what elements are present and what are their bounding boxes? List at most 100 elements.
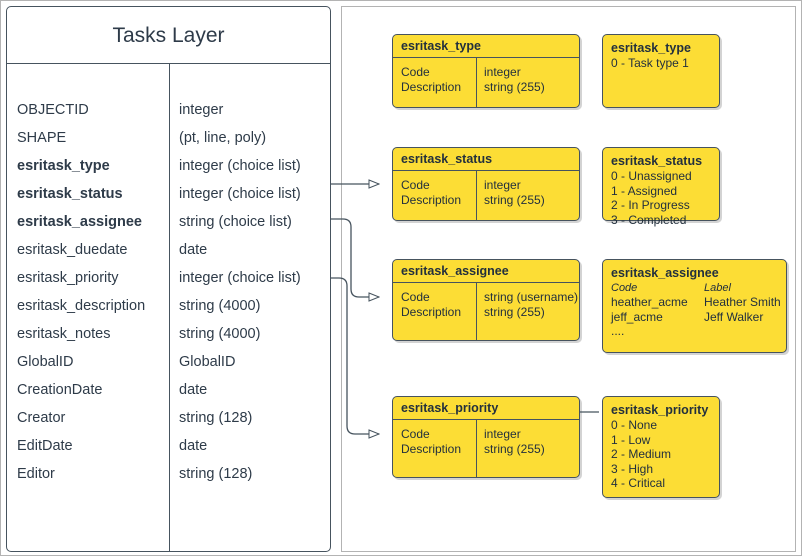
field-type: string (128) <box>179 466 253 482</box>
schema-right-column-esritask-type: integer string (255) <box>484 65 545 95</box>
values-box-esritask-status: esritask_status 0 - Unassigned 1 - Assig… <box>602 147 720 227</box>
schema-field-description: Description <box>401 442 462 456</box>
field-name: esritask_notes <box>17 326 111 342</box>
field-row: esritask_priority integer (choice list) <box>7 264 330 292</box>
values-cell-label: Heather Smith <box>704 295 781 309</box>
values-cell-code: jeff_acme <box>611 309 663 324</box>
field-type: date <box>179 438 208 454</box>
field-row: SHAPE(pt, line, poly) <box>7 124 330 152</box>
field-type: string (128) <box>179 410 253 426</box>
values-ellipsis-text: .... <box>611 324 625 338</box>
field-type: string (4000) <box>179 326 261 342</box>
values-row: jeff_acme Jeff Walker <box>611 310 786 325</box>
values-cell-label: Jeff Walker <box>704 309 764 324</box>
values-box-esritask-priority: esritask_priority 0 - None 1 - Low 2 - M… <box>602 396 720 498</box>
values-title-esritask-status: esritask_status <box>611 154 703 168</box>
schema-title-esritask-assignee: esritask_assignee <box>393 260 579 283</box>
values-ellipsis: .... <box>611 324 786 339</box>
schema-field-code: Code <box>401 65 430 79</box>
field-type: string (4000) <box>179 298 261 314</box>
field-type: string (choice list) <box>179 214 292 230</box>
values-title-esritask-assignee: esritask_assignee <box>611 266 719 280</box>
schema-column-divider <box>476 58 477 107</box>
field-name: Editor <box>17 466 55 482</box>
schema-title-esritask-priority: esritask_priority <box>393 397 579 420</box>
schema-title-esritask-status: esritask_status <box>393 148 579 171</box>
schema-field-code: Code <box>401 290 430 304</box>
schema-column-divider <box>476 283 477 340</box>
field-row: esritask_description string (4000) <box>7 292 330 320</box>
field-row: esritask_notes string (4000) <box>7 320 330 348</box>
field-type: GlobalID <box>179 354 236 370</box>
page-title: Tasks Layer <box>7 7 330 64</box>
field-name: SHAPE <box>17 130 67 146</box>
field-type: integer (choice list) <box>179 186 301 202</box>
schema-box-esritask-assignee: esritask_assignee Code Description strin… <box>392 259 580 341</box>
field-type: integer (choice list) <box>179 270 301 286</box>
schema-box-esritask-priority: esritask_priority Code Description integ… <box>392 396 580 478</box>
schema-left-column-esritask-priority: Code Description <box>401 427 461 457</box>
field-name: esritask_assignee <box>17 214 142 230</box>
schema-type-code: integer <box>484 178 521 192</box>
choice-lists-panel: esritask_type Code Description integer s… <box>341 6 796 552</box>
values-item: 0 - Unassigned <box>611 169 692 183</box>
values-box-esritask-assignee: esritask_assignee Code Label heather_acm… <box>602 259 787 353</box>
schema-type-code: integer <box>484 65 521 79</box>
schema-field-code: Code <box>401 178 430 192</box>
values-column-headers: Code Label <box>611 281 786 295</box>
field-name: EditDate <box>17 438 73 454</box>
schema-type-description: string (255) <box>484 80 545 94</box>
schema-type-code: integer <box>484 427 521 441</box>
values-item: 1 - Assigned <box>611 183 678 198</box>
schema-right-column-esritask-status: integer string (255) <box>484 178 545 208</box>
entity-column-divider <box>169 64 170 551</box>
values-header-label: Label <box>704 282 731 294</box>
field-type: integer (choice list) <box>179 158 301 174</box>
field-name: GlobalID <box>17 354 74 370</box>
schema-field-code: Code <box>401 427 430 441</box>
field-row: EditDate date <box>7 432 330 460</box>
schema-field-description: Description <box>401 193 462 207</box>
field-name: Creator <box>17 410 66 426</box>
field-name: CreationDate <box>17 382 103 398</box>
field-row: GlobalID GlobalID <box>7 348 330 376</box>
field-name: esritask_status <box>17 186 123 202</box>
field-name: OBJECTID <box>17 102 89 118</box>
schema-type-description: string (255) <box>484 442 545 456</box>
schema-type-description: string (255) <box>484 305 545 319</box>
values-item: 3 - High <box>611 461 654 476</box>
schema-title-esritask-type: esritask_type <box>393 35 579 58</box>
schema-left-column-esritask-status: Code Description <box>401 178 461 208</box>
values-item: 4 - Critical <box>611 476 666 490</box>
field-name: esritask_duedate <box>17 242 128 258</box>
field-name: esritask_description <box>17 298 146 314</box>
values-cell-code: heather_acme <box>611 295 688 309</box>
schema-column-divider <box>476 420 477 477</box>
field-name: esritask_type <box>17 158 110 174</box>
values-row: heather_acme Heather Smith <box>611 295 786 310</box>
values-item: 0 - None <box>611 418 658 432</box>
field-row: esritask_status integer (choice list) <box>7 180 330 208</box>
field-row: esritask_type integer (choice list) <box>7 152 330 180</box>
values-title-esritask-type: esritask_type <box>611 41 691 55</box>
values-item: 0 - Task type 1 <box>611 56 689 70</box>
field-row: OBJECTID integer <box>7 96 330 124</box>
schema-right-column-esritask-priority: integer string (255) <box>484 427 545 457</box>
field-type: integer <box>179 102 224 118</box>
field-row: Editor string (128) <box>7 460 330 488</box>
schema-column-divider <box>476 171 477 220</box>
schema-right-column-esritask-assignee: string (username) string (255) <box>484 290 578 320</box>
field-row: esritask_assignee string (choice list) <box>7 208 330 236</box>
field-name: esritask_priority <box>17 270 119 286</box>
schema-type-code: string (username) <box>484 290 579 304</box>
schema-field-description: Description <box>401 305 462 319</box>
schema-box-esritask-status: esritask_status Code Description integer… <box>392 147 580 221</box>
schema-box-esritask-type: esritask_type Code Description integer s… <box>392 34 580 108</box>
values-box-esritask-type: esritask_type 0 - Task type 1 <box>602 34 720 108</box>
